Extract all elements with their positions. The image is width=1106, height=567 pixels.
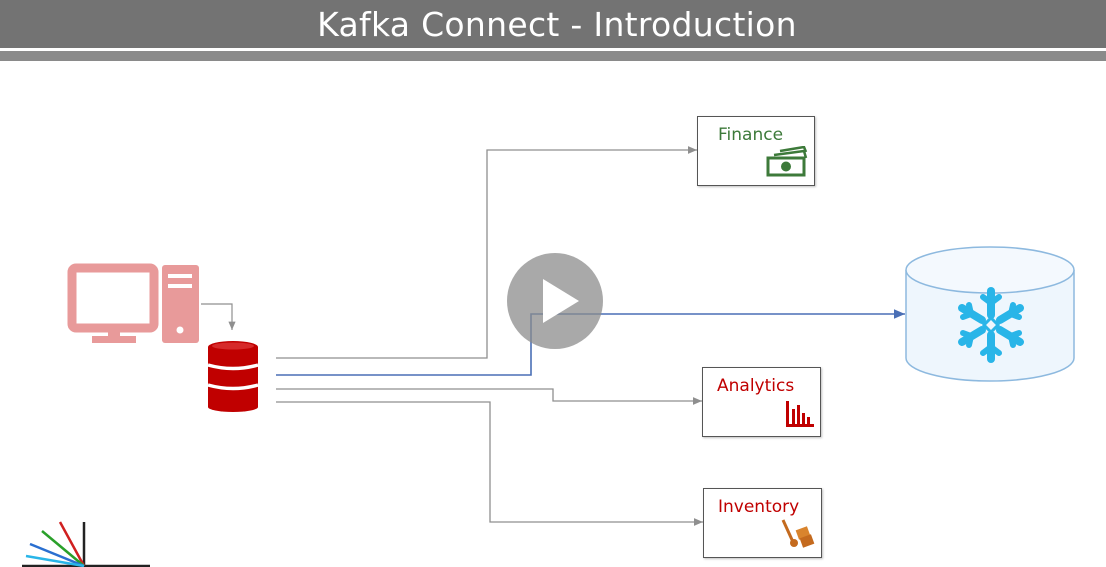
flow-line-inventory: [276, 401, 703, 526]
title-underline: [0, 51, 1106, 61]
inventory-label: Inventory: [718, 497, 800, 517]
data-warehouse-cylinder: [905, 246, 1075, 382]
play-button[interactable]: [507, 253, 603, 349]
database-icon: [207, 341, 259, 412]
bar-chart-icon: [784, 397, 816, 434]
title-bar: Kafka Connect - Introduction: [0, 0, 1106, 48]
snowflake-icon: [958, 287, 1024, 363]
finance-label: Finance: [718, 125, 784, 145]
analytics-label: Analytics: [717, 376, 795, 396]
analytics-box: Analytics: [702, 367, 821, 437]
hand-truck-icon: [777, 516, 817, 555]
title-divider: [0, 48, 1106, 51]
flow-line-finance: [276, 146, 697, 359]
inventory-box: Inventory: [703, 488, 822, 558]
flow-line-warehouse: [276, 309, 905, 376]
logo-lines: [22, 521, 150, 567]
play-icon: [543, 279, 579, 323]
money-icon: [764, 145, 810, 183]
flow-line-analytics: [276, 388, 702, 405]
slide-title: Kafka Connect - Introduction: [317, 4, 797, 44]
finance-box: Finance: [697, 116, 815, 186]
desktop-computer-icon: [67, 263, 199, 343]
